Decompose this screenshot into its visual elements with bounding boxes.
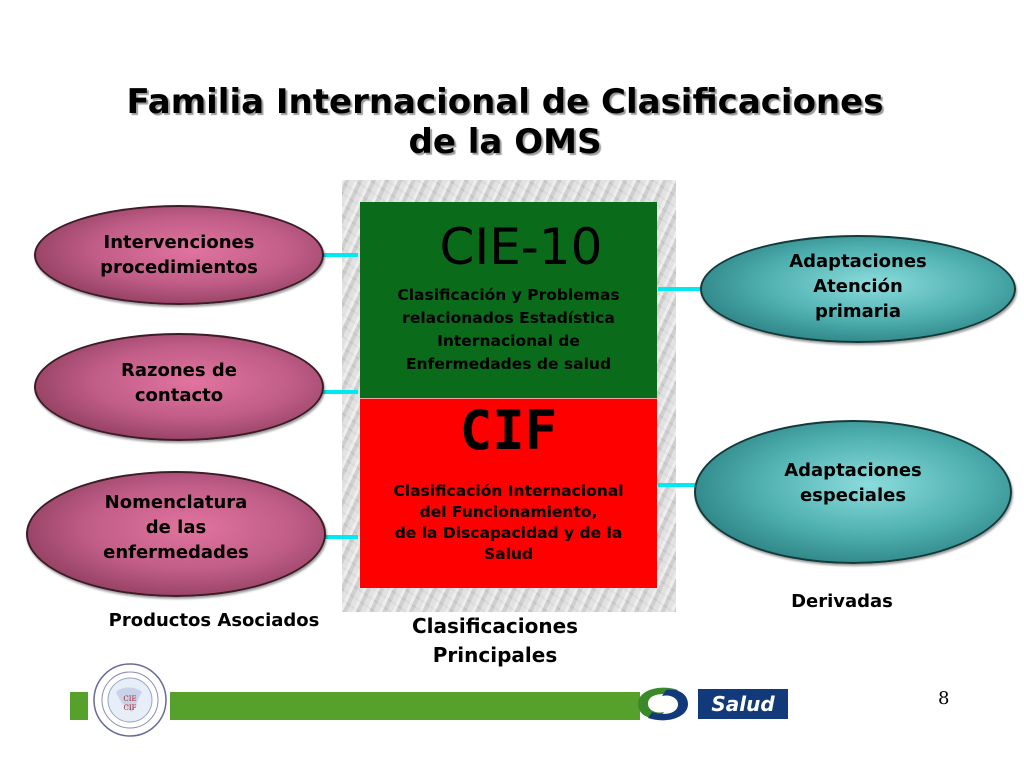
ellipse-line: especiales — [799, 485, 907, 506]
title-line-1: Familia Internacional de Clasificaciones — [126, 82, 884, 122]
ellipse-line: Nomenclatura — [104, 491, 248, 513]
cif-box: CIF Clasificación Internacional del Func… — [360, 398, 657, 588]
ellipse-line: procedimientos — [100, 257, 258, 278]
ellipse-nomenclatura: Nomenclatura de las enfermedades — [26, 471, 326, 597]
slide-title: Familia Internacional de Clasificaciones… — [0, 82, 1010, 162]
title-line-2: de la OMS — [408, 122, 602, 162]
label-clasificaciones-principales: Clasificaciones Principales — [380, 612, 610, 670]
ellipse-line: enfermedades — [103, 541, 249, 563]
connector-left-2 — [316, 390, 358, 394]
cie10-desc-line: relacionados Estadística — [402, 309, 615, 327]
cif-title: CIF — [459, 399, 558, 462]
footer-bar-left — [70, 692, 88, 720]
cif-description: Clasificación Internacional del Funciona… — [360, 481, 657, 565]
ellipse-line: Razones de — [121, 360, 237, 381]
connector-right-1 — [658, 287, 702, 291]
ellipse-line: de las — [145, 516, 207, 538]
cif-desc-line: Salud — [483, 545, 534, 563]
cie10-desc-line: Clasificación y Problemas — [397, 286, 620, 304]
ellipse-adaptaciones-atencion-primaria: Adaptaciones Atención primaria — [700, 235, 1016, 343]
cif-desc-line: de la Discapacidad y de la — [394, 524, 623, 542]
cie10-title: CIE-10 — [439, 218, 603, 276]
ellipse-line: Atención — [813, 275, 903, 297]
connector-left-3 — [316, 535, 358, 539]
connector-left-1 — [316, 253, 358, 257]
cif-desc-line: del Funcionamiento, — [419, 503, 598, 521]
cif-desc-line: Clasificación Internacional — [393, 482, 624, 500]
label-line: Clasificaciones — [411, 614, 579, 638]
label-derivadas: Derivadas — [791, 591, 893, 612]
ellipse-line: Adaptaciones — [789, 250, 927, 272]
ellipse-line: primaria — [814, 300, 901, 322]
label-line: Principales — [432, 643, 558, 667]
ellipse-line: Intervenciones — [103, 232, 255, 253]
page-number: 8 — [938, 688, 950, 709]
ellipse-adaptaciones-especiales: Adaptaciones especiales — [694, 420, 1012, 564]
cie10-desc-line: Enfermedades de salud — [405, 355, 612, 373]
logo-text-2: CIF — [124, 704, 137, 712]
ellipse-line: contacto — [134, 385, 224, 406]
connector-right-2 — [658, 483, 696, 487]
label-productos-asociados: Productos Asociados — [108, 610, 320, 631]
salud-brand-box: Salud — [698, 689, 788, 719]
salud-swirl-icon — [638, 687, 688, 721]
footer-bar-main — [170, 692, 640, 720]
ellipse-intervenciones: Intervenciones procedimientos — [34, 205, 324, 305]
cie-cif-seal-logo: CIE CIF — [93, 663, 167, 737]
cie10-box: CIE-10 Clasificación y Problemas relacio… — [360, 202, 657, 398]
logo-text: CIE — [123, 695, 136, 703]
cie10-description: Clasificación y Problemas relacionados E… — [360, 284, 657, 376]
cie10-desc-line: Internacional de — [437, 332, 580, 350]
ellipse-razones-contacto: Razones de contacto — [34, 333, 324, 441]
ellipse-line: Adaptaciones — [784, 460, 922, 481]
